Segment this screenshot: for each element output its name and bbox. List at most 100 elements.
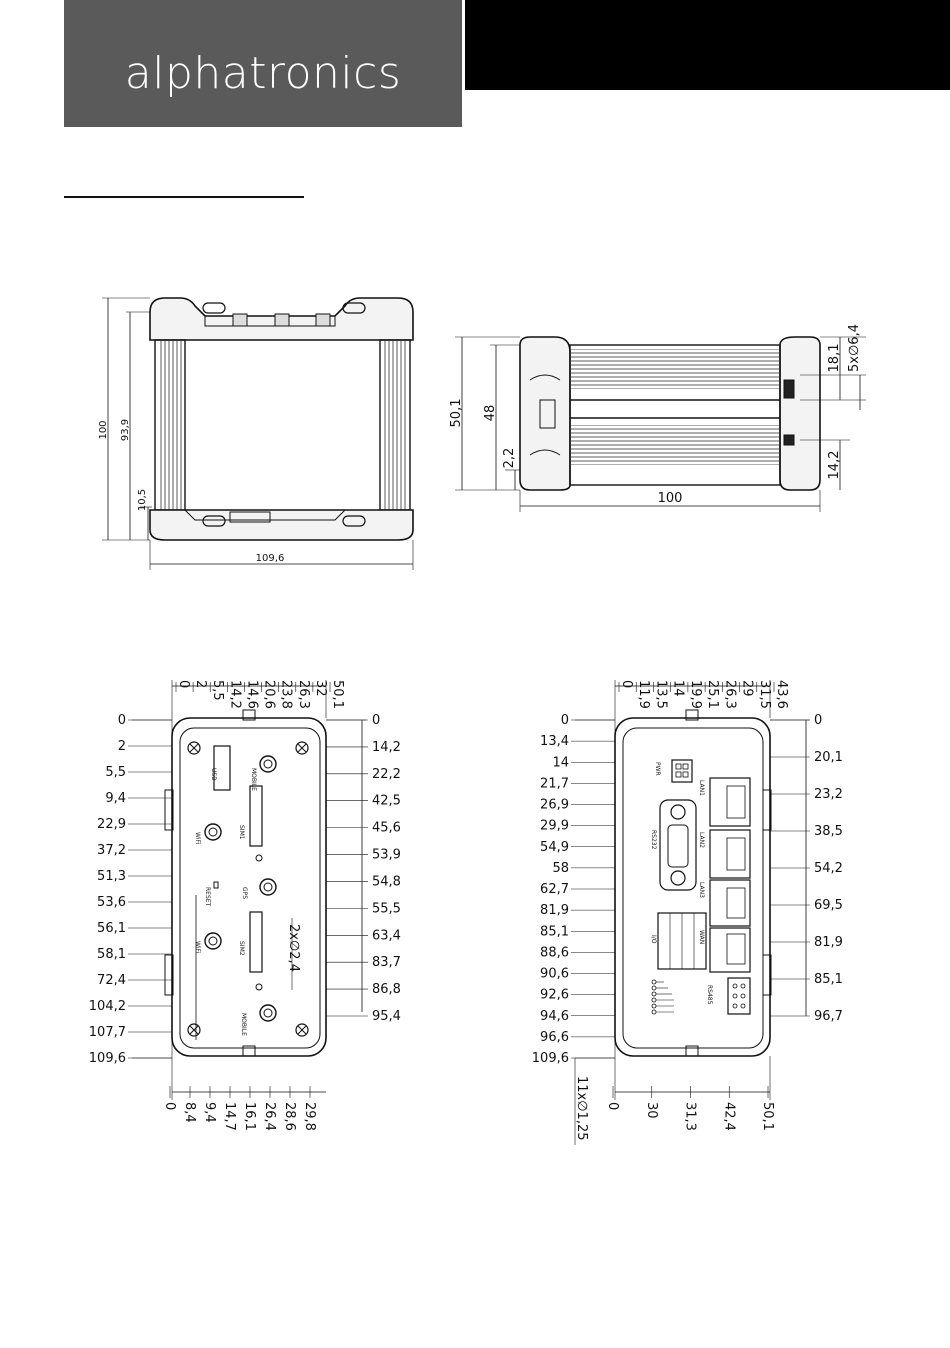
rear-right-tick: 0 [814, 713, 822, 728]
rear-left-tick: 54,9 [540, 840, 569, 855]
rear-top-tick: 26,3 [722, 680, 737, 709]
front-left-tick: 22,9 [97, 817, 126, 832]
rear-left-tick: 81,9 [540, 903, 569, 918]
front-top-tick: 2 [193, 680, 208, 688]
front-left-tick: 51,3 [97, 869, 126, 884]
front-left-tick: 58,1 [97, 947, 126, 962]
side-view-body: 48 [483, 405, 498, 422]
front-top-tick: 14,2 [227, 680, 242, 709]
front-left-tick: 109,6 [89, 1051, 126, 1066]
top-view-height-total: 100 [98, 420, 109, 439]
top-view-height-inner: 93,9 [120, 419, 131, 441]
front-bottom-tick: 26,4 [262, 1102, 277, 1131]
rear-left-tick: 29,9 [540, 819, 569, 834]
front-right-tick: 0 [372, 713, 380, 728]
front-left-tick: 72,4 [97, 973, 126, 988]
rear-right-tick: 20,1 [814, 750, 843, 765]
front-port-label: WiFi [194, 941, 201, 953]
front-bottom-tick: 9,4 [202, 1102, 217, 1123]
front-port-label: USB [210, 768, 217, 780]
front-left-tick: 37,2 [97, 843, 126, 858]
rear-top-tick: 25,1 [705, 680, 720, 709]
rear-right-tick: 23,2 [814, 787, 843, 802]
front-right-tick: 22,2 [372, 767, 401, 782]
front-left-tick: 56,1 [97, 921, 126, 936]
front-left-tick: 53,6 [97, 895, 126, 910]
rear-top-tick: 0 [619, 680, 634, 688]
top-view-width: 109,6 [256, 553, 285, 564]
front-top-tick: 23,8 [279, 680, 294, 709]
rear-bottom-tick: 42,4 [721, 1102, 736, 1131]
front-right-tick: 42,5 [372, 794, 401, 809]
rear-port-label: LAN2 [698, 832, 705, 848]
front-bottom-tick: 0 [162, 1102, 177, 1110]
front-port-label: WiFi [194, 832, 201, 844]
rear-right-tick: 69,5 [814, 898, 843, 913]
front-right-tick: 54,8 [372, 874, 401, 889]
rear-top-tick: 31,5 [757, 680, 772, 709]
front-left-tick: 2 [118, 739, 126, 754]
rear-top-tick: 14 [671, 680, 686, 697]
front-right-tick: 95,4 [372, 1009, 401, 1024]
side-view [455, 336, 866, 512]
rear-port-label: LAN1 [698, 780, 705, 796]
rear-bottom-tick: 30 [644, 1102, 659, 1119]
header-bar [465, 0, 950, 90]
rear-bottom-tick: 0 [605, 1102, 620, 1110]
rear-bottom-tick: 50,1 [760, 1102, 775, 1131]
rear-right-tick: 38,5 [814, 824, 843, 839]
front-top-tick: 50,1 [330, 680, 345, 709]
front-top-tick: 0 [176, 680, 191, 688]
front-left-tick: 5,5 [105, 765, 126, 780]
front-right-tick: 63,4 [372, 928, 401, 943]
rear-top-tick: 13,5 [653, 680, 668, 709]
rear-left-tick: 26,9 [540, 798, 569, 813]
rear-top-tick: 29 [740, 680, 755, 697]
front-bottom-tick: 28,6 [282, 1102, 297, 1131]
rear-left-tick: 0 [561, 713, 569, 728]
front-right-tick: 86,8 [372, 982, 401, 997]
side-view-bottom-offset: 14,2 [827, 451, 842, 480]
front-port-label: RESET [204, 887, 211, 907]
front-port-label: SIM1 [238, 825, 245, 840]
front-left-tick: 9,4 [105, 791, 126, 806]
front-top-tick: 20,6 [262, 680, 277, 709]
rear-left-tick: 21,7 [540, 776, 569, 791]
front-left-tick: 107,7 [89, 1025, 126, 1040]
rear-bottom-tick: 31,3 [683, 1102, 698, 1131]
side-view-offset: 2,2 [502, 448, 517, 469]
front-top-tick: 14,6 [244, 680, 259, 709]
rear-right-tick: 54,2 [814, 861, 843, 876]
rear-view [574, 680, 810, 1145]
front-top-tick: 5,5 [210, 680, 225, 701]
side-view-top-offset: 18,1 [827, 344, 842, 373]
rear-port-label: I/O [650, 935, 657, 944]
front-right-tick: 14,2 [372, 740, 401, 755]
side-view-height: 50,1 [449, 399, 464, 428]
front-bottom-tick: 29,8 [302, 1102, 317, 1131]
side-view-holes: 5x∅6,4 [847, 324, 862, 372]
front-right-tick: 83,7 [372, 955, 401, 970]
front-right-tick: 53,9 [372, 848, 401, 863]
top-view [102, 297, 414, 570]
brand-logo: alphatronics [124, 48, 402, 99]
rear-top-tick: 11,9 [636, 680, 651, 709]
rear-port-label: PWR [654, 762, 661, 776]
front-left-tick: 104,2 [89, 999, 126, 1014]
rear-right-tick: 85,1 [814, 972, 843, 987]
front-bottom-tick: 8,4 [182, 1102, 197, 1123]
rear-port-label: RS232 [650, 830, 657, 850]
rear-right-tick: 81,9 [814, 935, 843, 950]
front-port-label: MOBILE [250, 768, 257, 791]
side-view-length: 100 [658, 491, 683, 506]
rear-port-label: LAN3 [698, 882, 705, 898]
rear-left-tick: 14 [552, 755, 569, 770]
rear-left-tick: 58 [552, 861, 569, 876]
front-port-label: MOBILE [240, 1013, 247, 1036]
header-panel: alphatronics [64, 0, 462, 127]
rear-holes-label: 11x∅1,25 [574, 1076, 589, 1141]
rear-left-tick: 88,6 [540, 945, 569, 960]
front-port-label: SIM2 [238, 941, 245, 956]
